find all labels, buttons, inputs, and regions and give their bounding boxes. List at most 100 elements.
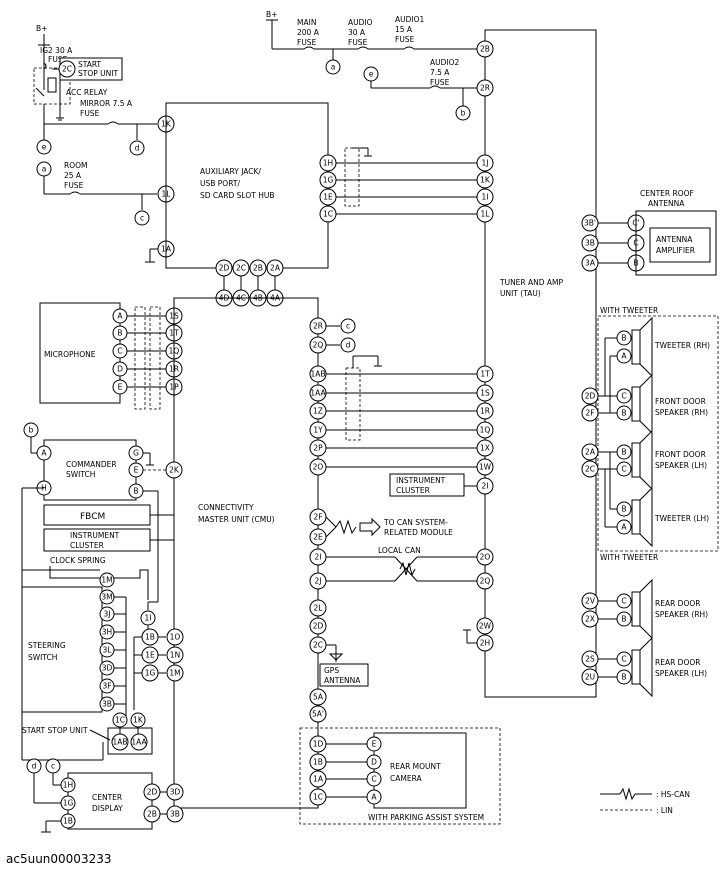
tau-label-1: TUNER AND AMP	[499, 278, 564, 287]
with-parking-assist-label: WITH PARKING ASSIST SYSTEM	[368, 813, 484, 822]
connector-1AA-su	[130, 733, 148, 751]
top-fuses: B+ MAIN 200 A FUSE AUDIO 30 A FUSE AUDIO…	[266, 10, 477, 121]
connector-1O	[166, 628, 184, 646]
pin-label: B	[117, 329, 122, 338]
pin-label: 3B	[585, 239, 595, 248]
start-stop-unit-top-label-1: START	[78, 60, 102, 69]
pin-label: A	[371, 793, 377, 802]
pin-label: 1G	[145, 669, 156, 678]
pin-label: 1K	[480, 176, 491, 185]
pin-label: b	[29, 426, 34, 435]
audio-fuse-label-1: AUDIO	[348, 18, 373, 27]
connector-b-top	[455, 105, 471, 121]
mirror-fuse-label-2: FUSE	[80, 109, 100, 118]
center-display-area: d c CENTER DISPLAY 1H 1G 1B 2D 2B 3D 3B	[26, 758, 184, 833]
pin-label: 2S	[585, 655, 595, 664]
pin-label: 1Z	[313, 407, 323, 416]
with-tweeter-region	[597, 315, 719, 552]
connector-2I-tau	[476, 477, 494, 495]
connector-c-right	[340, 318, 356, 334]
aux-hub-label-3: SD CARD SLOT HUB	[200, 191, 274, 200]
aux-hub-box	[165, 102, 329, 269]
pin-label: e	[42, 143, 47, 152]
pin-label: 1Y	[313, 426, 323, 435]
tau-label-2: UNIT (TAU)	[500, 289, 541, 298]
pin-label: 1C	[313, 793, 323, 802]
cd-pin-1G	[60, 795, 76, 811]
figure-caption: ac5uun00003233	[6, 852, 112, 866]
pin-label: 1O	[170, 633, 181, 642]
to-can-label-2: RELATED MODULE	[384, 528, 453, 537]
pin-label: 1S	[480, 389, 490, 398]
tweeter-lh-icon	[639, 486, 653, 548]
audio-fuse-label-2: 30 A	[348, 28, 366, 37]
front-door-rh-icon	[639, 373, 653, 435]
pin-label: d	[135, 144, 140, 153]
pin-label: 1I	[482, 193, 489, 202]
connector-2W	[476, 617, 494, 635]
instrument-cluster-left-label-1: INSTRUMENT	[70, 531, 120, 540]
pin-label: 3M	[101, 593, 112, 602]
mic-shield-1	[134, 306, 146, 410]
pin-label: 2D	[219, 264, 230, 273]
b-plus-label-1: B+	[36, 24, 47, 33]
pin-label: B	[621, 505, 626, 514]
cam-pin-D	[366, 754, 382, 770]
cam-pin-E	[366, 736, 382, 752]
connector-5A-prime	[309, 705, 327, 723]
pin-label: 3A	[585, 259, 596, 268]
pin-label: 1B	[63, 817, 73, 826]
gps-antenna-label-1: GPS	[324, 666, 339, 675]
room-fuse-label-1: ROOM	[64, 161, 88, 170]
pin-label: 1E	[323, 193, 333, 202]
tweeter-rh-label: TWEETER (RH)	[654, 341, 710, 350]
connector-2B-tau	[476, 40, 494, 58]
pin-label: C	[371, 775, 376, 784]
pin-label: E	[118, 383, 123, 392]
pin-label: 2H	[480, 639, 490, 648]
tweeter-lh-label: TWEETER (LH)	[654, 514, 709, 523]
pin-label: 1T	[480, 370, 490, 379]
pin-label: 2V	[585, 597, 596, 606]
rear-door-lh-icon	[639, 636, 653, 698]
b-plus-label-2: B+	[266, 10, 277, 19]
commander-switch-label-1: COMMANDER	[66, 460, 117, 469]
steering-switch-area: STEERING SWITCH 1M 3M 3J 3H 3L 3D 3F 3B …	[21, 572, 184, 755]
connector-1T-tau	[476, 365, 494, 383]
audio-fuse-label-3: FUSE	[348, 38, 368, 47]
start-stop-unit-bottom-box	[107, 727, 153, 755]
pin-label: 3B	[102, 700, 112, 709]
pin-label: c	[346, 322, 350, 331]
rear-door-rh-icon	[639, 578, 653, 640]
local-can-label: LOCAL CAN	[378, 546, 421, 555]
connector-3D-cmu	[166, 783, 184, 801]
pin-label: 2Q	[313, 341, 324, 350]
connector-2Q-tau	[476, 572, 494, 590]
pin-label: 1AB	[310, 370, 325, 379]
aux-hub-label-1: AUXILIARY JACK/	[200, 167, 261, 176]
pin-label: 1AB	[112, 738, 127, 747]
diagram-canvas: B+ IG2 30 A FUSE ACC RELAY START STOP UN…	[21, 10, 719, 833]
antenna-amplifier-label-2: AMPLIFIER	[656, 246, 695, 255]
pin-label: 1L	[481, 210, 491, 219]
pin-label: 3H	[102, 628, 112, 637]
pin-label: c	[140, 214, 144, 223]
center-roof-antenna-label-1: CENTER ROOF	[640, 189, 694, 198]
pin-label: 2E	[313, 533, 323, 542]
gps-antenna-label-2: ANTENNA	[324, 676, 361, 685]
rear-camera-box	[373, 732, 467, 809]
pin-label: C	[621, 392, 626, 401]
center-roof-antenna-label-2: ANTENNA	[648, 199, 685, 208]
pin-label: 3L	[103, 646, 113, 655]
connector-3B-cmu	[166, 805, 184, 823]
pin-label: B	[621, 334, 626, 343]
main-fuse-label-1: MAIN	[297, 18, 316, 27]
pin-label: 2R	[313, 322, 323, 331]
tau-box	[484, 29, 597, 698]
pin-label: 2F	[313, 513, 322, 522]
cam-pin-A	[366, 789, 382, 805]
rear-camera: WITH PARKING ASSIST SYSTEM 1D 1B 1A 1C E…	[299, 727, 501, 825]
pin-label: 1E	[145, 651, 155, 660]
antenna-box	[635, 210, 717, 276]
